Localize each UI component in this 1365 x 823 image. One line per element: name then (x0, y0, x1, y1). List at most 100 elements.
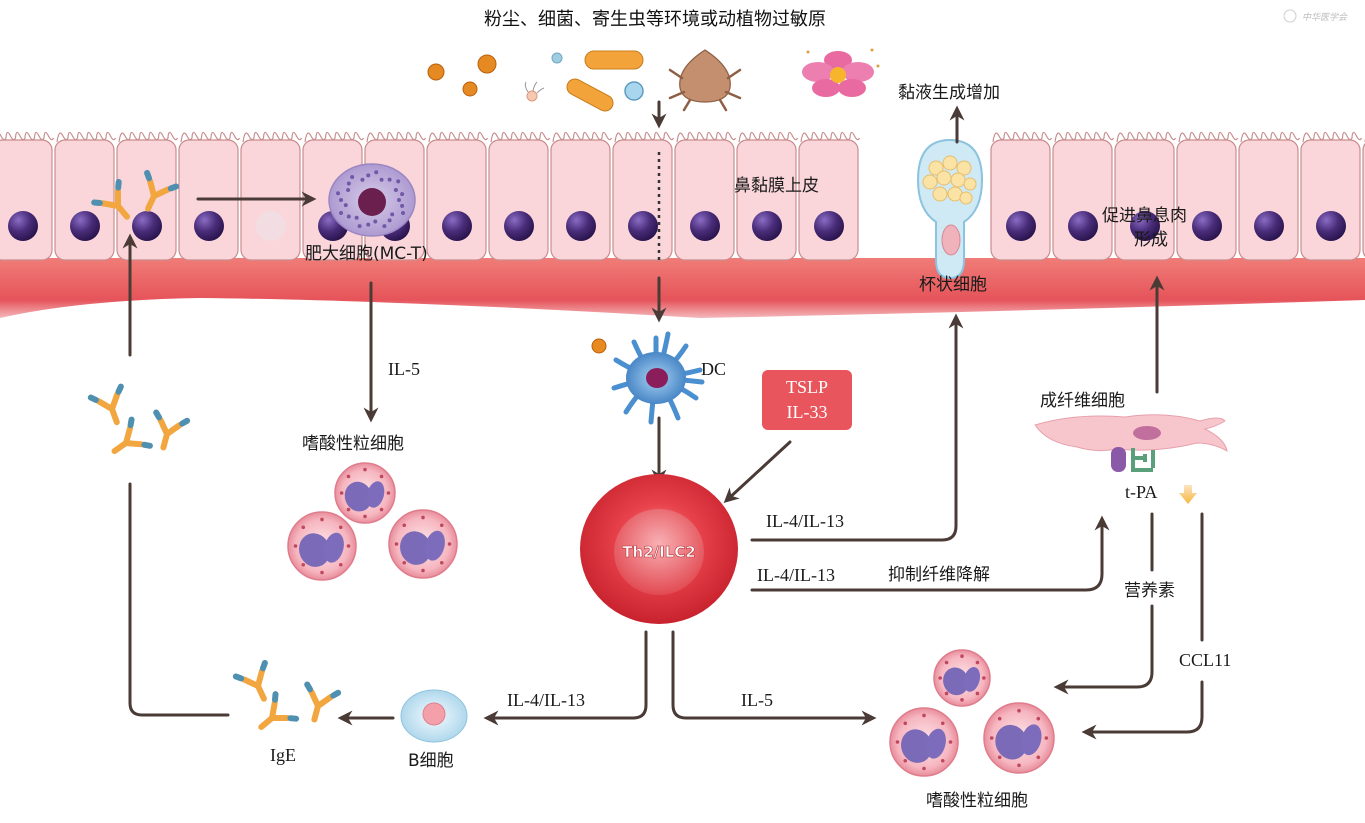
ige-free-antibodies (87, 383, 191, 455)
epithelial-cell (990, 131, 1053, 261)
nucleus-icon (442, 211, 472, 241)
mast-cell-label: 肥大细胞(MC-T) (305, 244, 428, 264)
nucleus-icon (1068, 211, 1098, 241)
tpa-receptor-icon (1131, 448, 1155, 472)
th2-to-bcell-path (483, 630, 648, 726)
epithelial-cell (488, 131, 551, 261)
ccl11-label: CCL11 (1179, 650, 1231, 670)
goblet-cell-label: 杯状细胞 (919, 275, 987, 295)
nucleus-icon (1192, 211, 1222, 241)
receptor-icon (1111, 447, 1126, 472)
epithelial-cell (736, 131, 799, 261)
spore-icon (551, 52, 563, 64)
epithelial-cell (240, 131, 303, 261)
tpa-label: t-PA (1125, 482, 1157, 502)
nucleus-icon (70, 211, 100, 241)
nucleus-icon (690, 211, 720, 241)
epithelial-cell (612, 131, 675, 261)
eosinophil-icon (287, 511, 357, 581)
flower-pollen-icon (802, 48, 880, 97)
polyp-label-line2: 形成 (1134, 230, 1168, 250)
ige-antibody-icon (304, 681, 342, 723)
eosinophil-icon (334, 462, 396, 524)
il5-top-label: IL-5 (388, 359, 420, 379)
epithelial-cell (798, 131, 861, 261)
th2-to-eos-path (671, 630, 877, 726)
epithelial-cell (1300, 131, 1363, 261)
dendritic-cell (591, 331, 705, 425)
nucleus-icon (1316, 211, 1346, 241)
allergen-title: 粉尘、细菌、寄生虫等环境或动植物过敏原 (484, 9, 826, 30)
nucleus-icon (814, 211, 844, 241)
nucleus-icon (194, 211, 224, 241)
tslp-il33-box: TSLP IL-33 (762, 370, 852, 430)
eosinophil-bottom-label: 嗜酸性粒细胞 (926, 791, 1028, 811)
ige-on-mucosa (91, 169, 180, 220)
spore-icon (624, 81, 644, 101)
ige-antibodies (232, 659, 342, 730)
fibroblast-cell (1034, 414, 1228, 472)
nucleus-icon (566, 211, 596, 241)
ige-antibody-icon (111, 416, 153, 455)
epithelial-cell (1114, 131, 1177, 261)
th2-label: Th2/ILC2 (622, 543, 695, 561)
epithelial-cell (54, 131, 117, 261)
epithelial-cell (178, 131, 241, 261)
pollen-particle-icon (427, 54, 497, 97)
il4-bcell-label: IL-4/IL-13 (507, 690, 585, 710)
nucleus-icon (256, 211, 286, 241)
dc-label: DC (701, 359, 726, 379)
ccl11-to-eos-path (1081, 680, 1204, 740)
il4-goblet-label: IL-4/IL-13 (766, 511, 844, 531)
th2-to-goblet-path (750, 313, 964, 542)
nucleus-icon (1006, 211, 1036, 241)
allergen-particle-icon (591, 338, 607, 354)
ige-antibody-icon (87, 383, 124, 426)
goblet-cell (916, 138, 984, 280)
bacteria-icon (566, 50, 644, 112)
eosinophils-bottom (889, 649, 1055, 777)
eosinophil-icon (889, 707, 959, 777)
il4-fibroblast-label: IL-4/IL-13 (757, 565, 835, 585)
eosinophil-icon (933, 649, 991, 707)
dust-mite-icon (668, 49, 742, 112)
ige-antibody-icon (153, 409, 191, 451)
mucus-label: 黏液生成增加 (898, 83, 1000, 103)
nucleus-icon (132, 211, 162, 241)
ige-antibody-icon (91, 178, 130, 220)
polyp-label-line1: 促进鼻息肉 (1102, 206, 1187, 226)
logo-icon (1283, 9, 1297, 23)
il33-label: IL-33 (787, 402, 828, 422)
eosinophil-top-label: 嗜酸性粒细胞 (302, 434, 404, 454)
ige-label: IgE (270, 745, 296, 765)
tslp-label: TSLP (786, 377, 828, 397)
eosinophil-icon (983, 702, 1055, 774)
submucosa-band (0, 258, 1365, 318)
allergens-group (427, 48, 880, 112)
watermark-text: 中华医学会 (1302, 12, 1348, 23)
nutrient-label: 营养素 (1124, 581, 1175, 601)
epithelial-cell (0, 131, 55, 261)
nutrient-to-eos-path (1053, 604, 1154, 695)
protozoa-icon (524, 81, 545, 102)
nucleus-icon (1254, 211, 1284, 241)
il5-bottom-label: IL-5 (741, 690, 773, 710)
ige-antibody-icon (232, 659, 268, 702)
b-cell (400, 689, 468, 743)
decrease-arrow-icon (1179, 485, 1197, 504)
nucleus-icon (628, 211, 658, 241)
inhibit-fibrinolysis-label: 抑制纤维降解 (888, 565, 990, 585)
th2-ilc2-cell: Th2/ILC2 (580, 474, 738, 624)
eosinophils-top (287, 462, 458, 581)
nucleus-icon (1130, 211, 1160, 241)
epithelial-cell (1176, 131, 1239, 261)
tslp-to-th2-arrow (723, 440, 792, 504)
eosinophil-icon (388, 509, 458, 579)
th2-to-fibroblast-path (750, 515, 1110, 592)
epithelial-cell (550, 131, 613, 261)
epithelial-cell (674, 131, 737, 261)
ige-antibody-icon (258, 691, 300, 730)
epithelial-cell (1238, 131, 1301, 261)
mast-cell (328, 163, 416, 237)
